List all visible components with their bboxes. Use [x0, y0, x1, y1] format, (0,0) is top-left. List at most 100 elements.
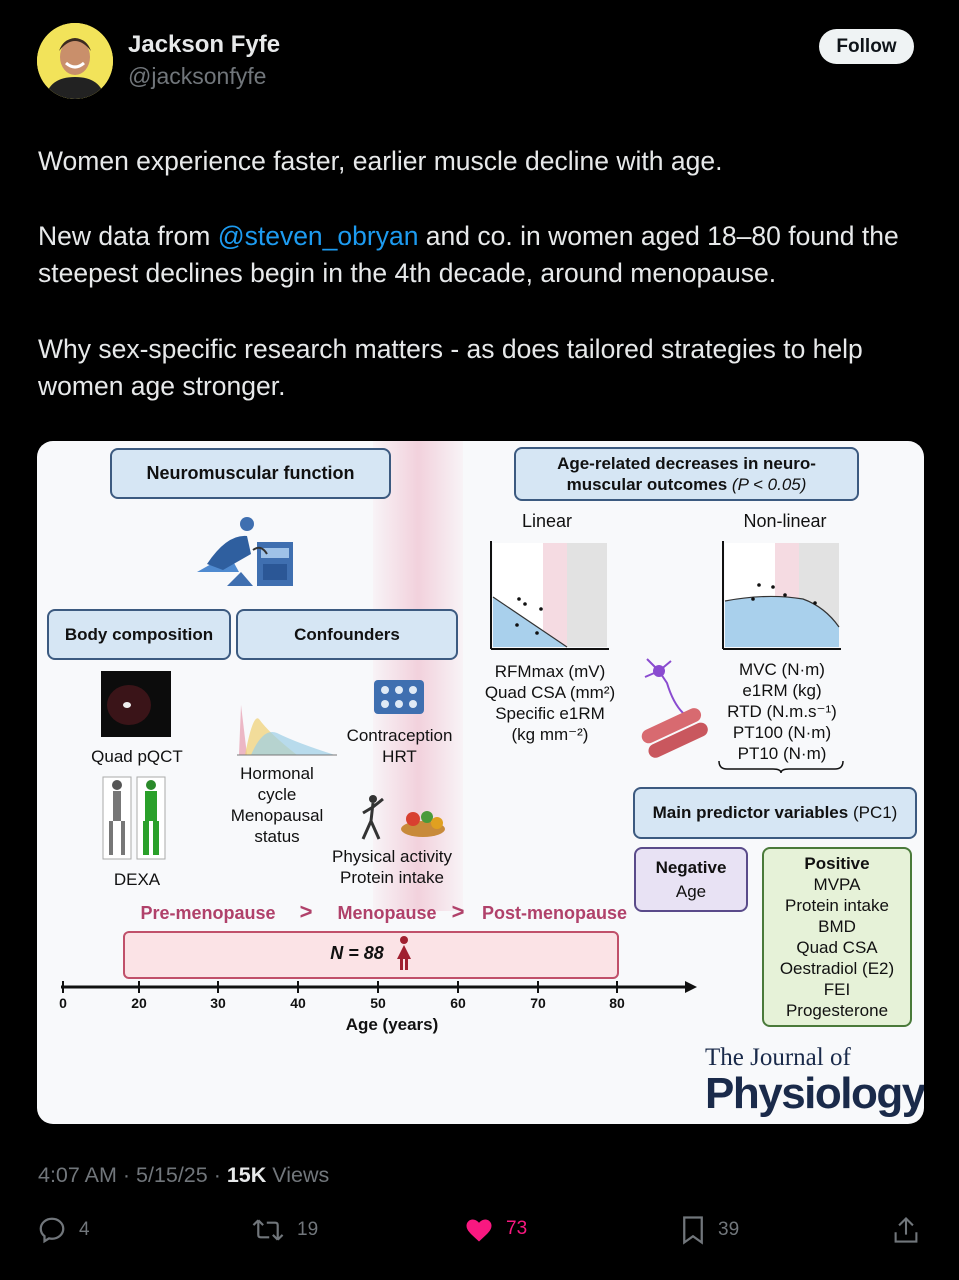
bookmark-button[interactable]: 39 [680, 1215, 739, 1245]
positive-item: Protein intake [785, 896, 889, 915]
author-handle[interactable]: @jacksonfyfe [128, 63, 267, 89]
positive-predictors-box: Positive MVPA Protein intake BMD Quad CS… [762, 847, 912, 1027]
bookmark-icon [683, 1216, 703, 1245]
chevron-right-icon: > [299, 899, 313, 924]
tweet-meta: 4:07 AM · 5/15/25 · 15K Views [38, 1163, 329, 1188]
sample-bar [123, 931, 619, 979]
activity-label: Physical activity Protein intake [321, 846, 463, 888]
axis-label: Age (years) [345, 1015, 439, 1034]
activity-food-icon [361, 795, 445, 840]
repost-icon [252, 1219, 284, 1241]
decreases-title-text: muscular outcomes [566, 475, 728, 494]
heart-icon [466, 1219, 492, 1242]
repost-button[interactable]: 19 [251, 1215, 318, 1245]
contraception-line2: HRT [382, 747, 417, 766]
tweet-text-line1: Women experience faster, earlier muscle … [38, 146, 723, 176]
contraception-line1: Contraception [346, 726, 453, 745]
linear-item: Specific e1RM [495, 704, 605, 723]
activity-line1: Physical activity [332, 847, 452, 866]
contraception-label: Contraception HRT [337, 725, 462, 767]
reply-count: 4 [79, 1219, 90, 1240]
pqct-scan-image [101, 671, 171, 737]
dynamometer-icon [197, 517, 293, 586]
phase-menopause: Menopause [337, 903, 437, 923]
axis-tick: 70 [530, 995, 546, 1011]
views-label: Views [266, 1163, 330, 1187]
hormonal-line3: Menopausal [230, 806, 324, 825]
negative-title: Negative [655, 857, 727, 877]
activity-line2: Protein intake [340, 868, 444, 887]
follow-button[interactable]: Follow [819, 29, 914, 64]
hormonal-line1: Hormonal [240, 764, 314, 783]
bookmark-count: 39 [718, 1219, 740, 1240]
linear-item: RFMmax (mV) [494, 662, 606, 681]
decreases-title-line2: muscular outcomes (P < 0.05) [567, 474, 807, 495]
figure-image[interactable]: Neuromuscular function Body composition … [37, 441, 924, 1124]
nonlinear-mini-plot [722, 541, 841, 650]
brace-icon [718, 760, 844, 773]
avatar[interactable] [37, 23, 113, 99]
linear-mini-plot [490, 541, 609, 650]
axis-tick: 20 [131, 995, 147, 1011]
nonlinear-label: Non-linear [743, 511, 827, 531]
tweet-text: New data from [38, 221, 218, 251]
nonlinear-outcomes-list: MVC (N·m) e1RM (kg) RTD (N.m.s⁻¹) PT100 … [717, 659, 847, 764]
nonlinear-item: RTD (N.m.s⁻¹) [727, 702, 837, 721]
neuron-muscle-icon [641, 658, 708, 758]
positive-item: Quad CSA [796, 938, 878, 957]
phase-pre-menopause: Pre-menopause [140, 903, 276, 923]
positive-item: BMD [818, 917, 856, 936]
linear-outcomes-list: RFMmax (mV) Quad CSA (mm²) Specific e1RM… [465, 661, 635, 745]
linear-label: Linear [521, 511, 573, 531]
axis-tick: 40 [290, 995, 306, 1011]
like-button[interactable]: 73 [464, 1215, 527, 1243]
mention-link[interactable]: @steven_obryan [217, 221, 419, 251]
negative-predictors-box: Negative Age [634, 847, 748, 912]
hormonal-line4: status [254, 827, 300, 846]
chevron-right-icon: > [451, 899, 465, 924]
predictor-title: Main predictor variables [652, 803, 849, 822]
neuromuscular-box: Neuromuscular function [110, 448, 391, 499]
phase-post-menopause: Post-menopause [481, 903, 628, 923]
tweet-text-paragraph3: Why sex-specific research matters - as d… [38, 334, 863, 401]
share-icon [894, 1216, 918, 1243]
confounders-box: Confounders [236, 609, 458, 660]
p-value-label: (P < 0.05) [731, 475, 807, 494]
nonlinear-item: e1RM (kg) [742, 681, 822, 700]
nonlinear-item: PT100 (N·m) [732, 723, 832, 742]
journal-logo-line2: Physiology [705, 1069, 924, 1118]
linear-item: (kg mm⁻²) [511, 725, 589, 744]
dexa-scan-image [102, 776, 166, 860]
hormonal-label: Hormonal cycle Menopausal status [227, 763, 327, 847]
negative-item: Age [675, 881, 707, 901]
linear-item: Quad CSA (mm²) [484, 683, 616, 702]
positive-item: MVPA [813, 875, 861, 894]
axis-tick: 30 [210, 995, 226, 1011]
positive-title: Positive [804, 854, 870, 873]
share-button[interactable] [892, 1215, 920, 1245]
tweet-text-paragraph2: New data from @steven_obryan and co. in … [38, 218, 928, 292]
reply-icon [39, 1217, 65, 1244]
pill-pack-icon [374, 680, 424, 714]
positive-item: Oestradiol (E2) [779, 959, 895, 978]
nonlinear-item: MVC (N·m) [739, 660, 825, 679]
dexa-label: DEXA [113, 870, 161, 889]
author-name[interactable]: Jackson Fyfe [128, 31, 281, 58]
timestamp[interactable]: 4:07 AM · 5/15/25 · [38, 1163, 227, 1187]
journal-logo-line1: The Journal of [705, 1044, 851, 1071]
axis-tick: 60 [450, 995, 466, 1011]
views-count: 15K [226, 1163, 267, 1187]
predictor-pc: (PC1) [852, 803, 898, 822]
age-axis [61, 981, 697, 993]
reply-button[interactable]: 4 [37, 1215, 90, 1245]
nonlinear-item: PT10 (N·m) [737, 744, 827, 763]
hormonal-line2: cycle [257, 785, 297, 804]
sample-size-label: N = 88 [330, 943, 384, 963]
body-composition-box: Body composition [47, 609, 231, 660]
hormone-curves-icon [237, 705, 337, 756]
quad-pqct-label: Quad pQCT [91, 747, 183, 766]
decreases-title-box: Age-related decreases in neuro- muscular… [514, 447, 859, 501]
axis-tick: 80 [609, 995, 625, 1011]
woman-icon [397, 936, 411, 970]
decreases-title-line1: Age-related decreases in neuro- [557, 454, 816, 473]
